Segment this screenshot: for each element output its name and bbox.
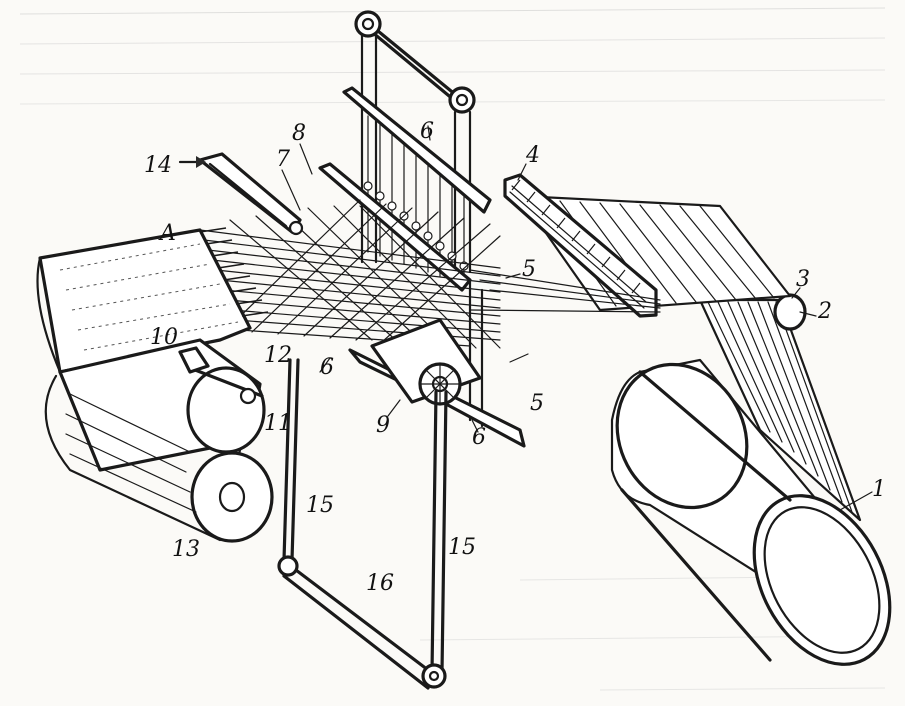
label-12: 12 [264, 343, 292, 368]
label-9: 9 [376, 413, 390, 438]
label-6-top: 6 [420, 119, 434, 144]
crank-gear [370, 318, 482, 406]
background-text [19, 7, 886, 691]
label-5-lower: 5 [530, 391, 544, 416]
label-5-upper: 5 [522, 257, 536, 282]
label-15-left: 15 [306, 493, 334, 518]
shuttle [178, 152, 304, 236]
label-11: 11 [264, 411, 292, 436]
label-14: 14 [144, 153, 172, 178]
part-labels: 1 2 3 4 5 5 6 6 6 7 8 9 10 11 12 13 14 1… [144, 119, 886, 596]
label-3: 3 [796, 267, 810, 292]
label-6-middle: 6 [320, 355, 334, 380]
warp-beam [610, 358, 892, 666]
label-13: 13 [172, 537, 200, 562]
warp-sheet-top [518, 194, 792, 312]
label-8: 8 [292, 121, 306, 146]
label-2: 2 [817, 299, 832, 324]
label-A: A [158, 221, 176, 246]
heald-frame-lower [318, 162, 526, 448]
warp-shed [199, 199, 661, 349]
cloth-rollers [44, 338, 274, 543]
label-4: 4 [525, 143, 540, 168]
label-1: 1 [872, 477, 886, 502]
reed [503, 173, 658, 318]
label-10: 10 [150, 325, 178, 350]
label-16: 16 [366, 571, 394, 596]
leader-lines [281, 125, 873, 511]
treadle-linkage [277, 358, 448, 690]
label-6-bottom: 6 [472, 425, 486, 450]
cloth-and-breast-beam [36, 227, 269, 374]
label-7: 7 [276, 147, 290, 172]
warp-sheet-rear [698, 298, 862, 522]
label-15-right: 15 [448, 535, 476, 560]
heald-frame-upper [342, 10, 492, 285]
